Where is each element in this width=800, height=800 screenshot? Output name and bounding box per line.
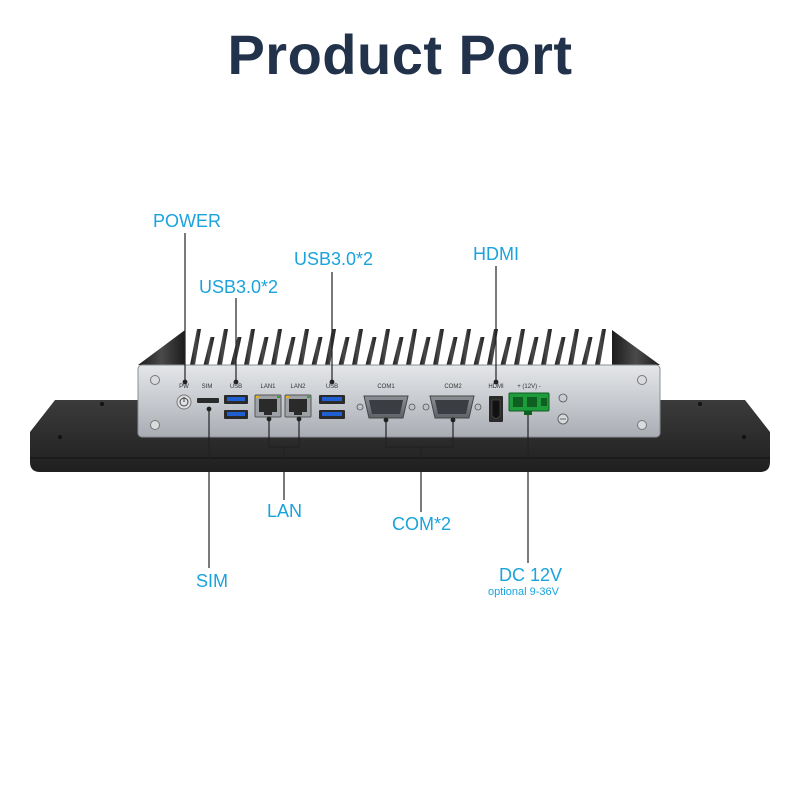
heatsink-fin — [473, 337, 485, 365]
heatsink-fin — [311, 337, 323, 365]
heatsink-fin — [284, 337, 296, 365]
heatsink-fin — [392, 337, 404, 365]
label-hdmi: HDMI — [488, 384, 504, 390]
ground-screw — [557, 393, 569, 425]
dc-power-terminal — [508, 392, 550, 415]
heatsink-fin — [419, 337, 431, 365]
heatsink-fin — [298, 329, 309, 365]
heatsink-fin — [325, 329, 336, 365]
heatsink-fin — [203, 337, 215, 365]
heatsink-fin — [257, 337, 269, 365]
heatsink-fin — [500, 337, 512, 365]
label-lan2: LAN2 — [290, 384, 306, 390]
heatsink-fin — [433, 329, 444, 365]
label-dc: + (12V) - — [517, 384, 541, 390]
callout-com: COM*2 — [392, 514, 452, 534]
heatsink-fin — [581, 337, 593, 365]
hdmi-port — [489, 396, 503, 422]
callout-usb-right: USB3.0*2 — [294, 249, 374, 269]
heatsink-fin — [446, 337, 458, 365]
usb-port-group-right — [319, 395, 345, 419]
heatsink-fin — [514, 329, 525, 365]
page-title: Product Port — [227, 23, 573, 86]
heatsink-fin — [595, 329, 606, 365]
sim-slot-port — [197, 398, 219, 403]
heatsink-fin — [244, 329, 255, 365]
callout-hdmi: HDMI — [473, 244, 519, 264]
heatsink-fin — [379, 329, 390, 365]
callout-lan: LAN — [267, 501, 303, 521]
heatsink-fin — [190, 329, 201, 365]
label-lan1: LAN1 — [260, 384, 276, 390]
usb-port-group-left — [224, 395, 248, 419]
label-usb1: USB — [230, 384, 242, 390]
callout-power: POWER — [153, 211, 222, 231]
label-pw: PW — [179, 384, 189, 390]
heatsink-fins — [138, 329, 660, 365]
heatsink-fin — [352, 329, 363, 365]
callout-lines — [182, 233, 529, 568]
heatsink-fin — [406, 329, 417, 365]
heatsink-fin — [217, 329, 228, 365]
heatsink-fin — [554, 337, 566, 365]
heatsink-fin — [271, 329, 282, 365]
heatsink-fin — [460, 329, 471, 365]
label-sim: SIM — [202, 384, 213, 390]
callout-sim: SIM — [196, 571, 229, 591]
com-port-1 — [356, 395, 416, 419]
heatsink-fin — [541, 329, 552, 365]
label-com2: COM2 — [444, 384, 462, 390]
power-button-port — [176, 394, 192, 410]
label-com1: COM1 — [377, 384, 395, 390]
callout-dc-sub: optional 9-36V — [488, 586, 559, 598]
panel-labels: PW SIM USB LAN1 LAN2 USB COM1 COM2 HDMI … — [179, 384, 541, 390]
callout-dc: DC 12V — [499, 565, 563, 585]
heatsink-fin — [365, 337, 377, 365]
lan-port-1 — [254, 394, 282, 418]
heatsink-fin — [568, 329, 579, 365]
callout-usb-left: USB3.0*2 — [199, 277, 279, 297]
heatsink-fin — [338, 337, 350, 365]
heatsink-fin — [487, 329, 498, 365]
label-usb2: USB — [326, 384, 338, 390]
heatsink-fin — [527, 337, 539, 365]
com-port-2 — [422, 395, 482, 419]
lan-port-2 — [284, 394, 312, 418]
